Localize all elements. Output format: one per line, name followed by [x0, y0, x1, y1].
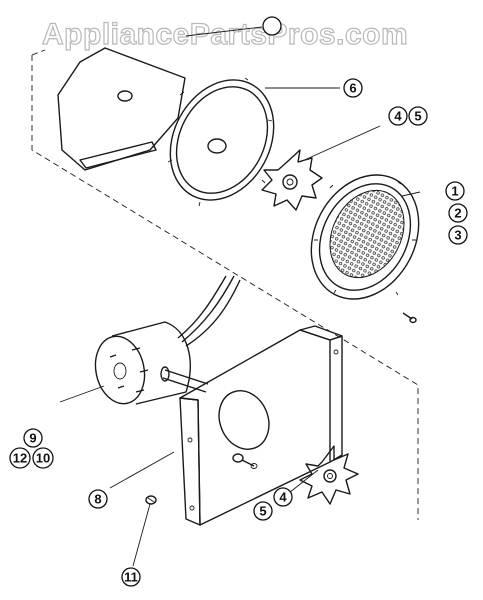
callout-4-upper-label: 4 [394, 109, 402, 124]
callout-5-upper-label: 5 [414, 109, 421, 124]
callout-3: 3 [448, 225, 468, 245]
callout-1: 1 [445, 181, 465, 201]
callout-1-label: 1 [451, 184, 458, 199]
callout-4-lower-label: 4 [279, 490, 287, 505]
mounting-bracket [179, 325, 343, 526]
callout-11: 11 [121, 567, 141, 587]
callout-11-label: 11 [124, 570, 138, 585]
grille-assembly [310, 174, 420, 300]
callout-8: 8 [88, 489, 108, 509]
callout-2: 2 [448, 203, 468, 223]
callout-6-label: 6 [349, 81, 356, 96]
callout-5-lower: 5 [253, 501, 273, 521]
fan-housing [167, 77, 275, 207]
callout-10-label: 10 [36, 451, 50, 466]
callout-3-label: 3 [454, 228, 461, 243]
callout-10: 10 [32, 447, 54, 469]
watermark-text: AppliancePartsPros.com [42, 18, 408, 51]
leader-lines [59, 26, 421, 567]
callout-12: 12 [9, 447, 31, 469]
back-plate [57, 47, 186, 171]
callout-4-lower: 4 [273, 487, 293, 507]
callout-4-upper: 4 [388, 106, 408, 126]
callout-2-label: 2 [454, 206, 461, 221]
bracket-bolt [232, 453, 258, 469]
fan-motor [94, 321, 209, 405]
motor-wires [177, 275, 241, 347]
callout-5-lower-label: 5 [259, 504, 266, 519]
callout-9: 9 [23, 428, 43, 448]
callout-top-partial [262, 16, 282, 36]
callout-8-label: 8 [94, 492, 101, 507]
screw [402, 312, 417, 324]
callout-9-label: 9 [29, 431, 36, 446]
washer [145, 495, 157, 505]
callout-6: 6 [343, 78, 363, 98]
fan-blade-lower [299, 445, 359, 505]
fan-blade-upper [261, 149, 323, 211]
assembly-boundary [31, 49, 419, 520]
callout-5-upper: 5 [408, 106, 428, 126]
callout-12-label: 12 [13, 451, 27, 466]
